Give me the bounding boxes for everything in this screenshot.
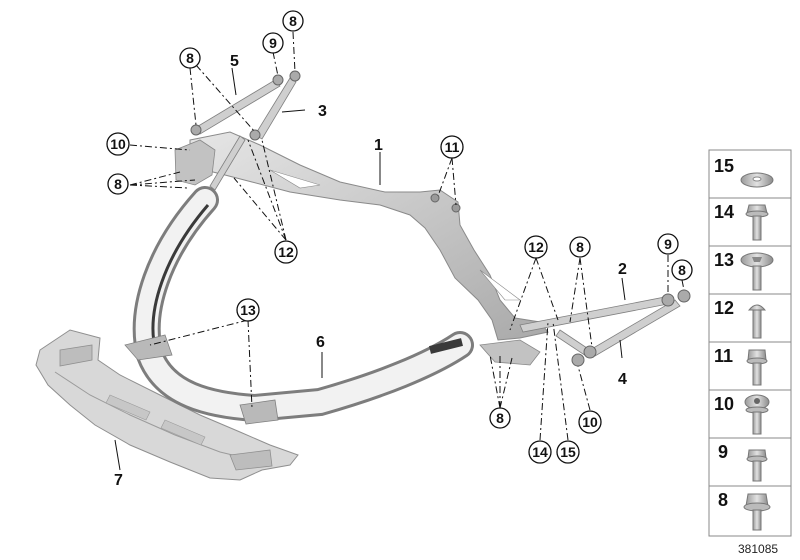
svg-text:12: 12 (714, 298, 734, 318)
svg-text:8: 8 (576, 239, 584, 255)
svg-text:9: 9 (718, 442, 728, 462)
callout: 8 (671, 259, 693, 281)
legend-item: 8 (718, 490, 771, 531)
round-head-bolt-icon (747, 304, 767, 339)
callout: 9 (262, 32, 284, 54)
svg-text:14: 14 (714, 202, 734, 222)
hex-flange-bolt-icon (745, 204, 769, 241)
lower-tube-frame (124, 186, 474, 425)
callout: 15 (556, 440, 580, 464)
callout: 12 (524, 235, 548, 259)
callout: 8 (282, 10, 304, 32)
legend-item: 10 (714, 394, 770, 435)
leader-lines (114, 31, 685, 471)
callout: 8 (489, 407, 511, 429)
part-label-4: 4 (618, 371, 627, 388)
part-label-3: 3 (318, 103, 327, 120)
legend-item: 9 (718, 442, 768, 482)
legend-item: 14 (714, 202, 769, 241)
callout: 10 (578, 410, 602, 434)
svg-text:10: 10 (714, 394, 734, 414)
torx-flange-bolt-icon (744, 394, 770, 435)
part-label-7: 7 (114, 472, 123, 489)
main-frame (174, 131, 549, 366)
svg-text:15: 15 (714, 156, 734, 176)
legend-item: 11 (714, 346, 768, 386)
callout: 8 (179, 47, 201, 69)
svg-text:10: 10 (110, 136, 126, 152)
legend-item: 12 (714, 298, 767, 339)
svg-text:11: 11 (714, 346, 733, 366)
svg-text:12: 12 (278, 244, 294, 260)
svg-text:9: 9 (664, 236, 672, 252)
svg-text:15: 15 (560, 444, 576, 460)
svg-text:8: 8 (114, 176, 122, 192)
washer-icon (740, 172, 774, 188)
callout: 13 (236, 298, 260, 322)
heat-shield-plate (35, 329, 299, 481)
part-label-6: 6 (316, 334, 325, 351)
svg-text:9: 9 (269, 35, 277, 51)
callout: 14 (528, 440, 552, 464)
callout: 9 (657, 233, 679, 255)
small-bolt-icon (746, 449, 768, 482)
hex-bolt-icon (746, 349, 768, 386)
svg-text:8: 8 (186, 50, 194, 66)
part-labels: 1 2 3 4 5 6 7 (114, 53, 627, 489)
svg-text:12: 12 (528, 239, 544, 255)
legend-item: 15 (714, 156, 774, 188)
part-label-5: 5 (230, 53, 239, 70)
right-struts (519, 289, 691, 367)
callout: 12 (274, 240, 298, 264)
svg-text:8: 8 (289, 13, 297, 29)
legend-item: 13 (714, 250, 774, 291)
svg-text:8: 8 (496, 410, 504, 426)
svg-text:8: 8 (718, 490, 728, 510)
large-head-bolt-icon (740, 252, 774, 291)
diagram-reference-number: 381085 (738, 542, 778, 556)
callout: 8 (569, 236, 591, 258)
fastener-legend: 15 14 13 12 (708, 149, 792, 537)
callout: 11 (440, 135, 464, 159)
svg-text:10: 10 (582, 414, 598, 430)
svg-text:8: 8 (678, 262, 686, 278)
svg-text:13: 13 (714, 250, 734, 270)
svg-text:14: 14 (532, 444, 548, 460)
callout: 8 (107, 173, 129, 195)
part-label-1: 1 (374, 137, 383, 154)
callouts: 8 9 8 10 8 12 11 13 12 8 9 8 8 14 15 10 (106, 10, 693, 464)
left-struts (190, 70, 301, 191)
callout: 10 (106, 132, 130, 156)
svg-text:11: 11 (445, 139, 460, 155)
svg-text:13: 13 (240, 302, 256, 318)
hex-collar-nut-icon (743, 493, 771, 531)
part-label-2: 2 (618, 261, 627, 278)
